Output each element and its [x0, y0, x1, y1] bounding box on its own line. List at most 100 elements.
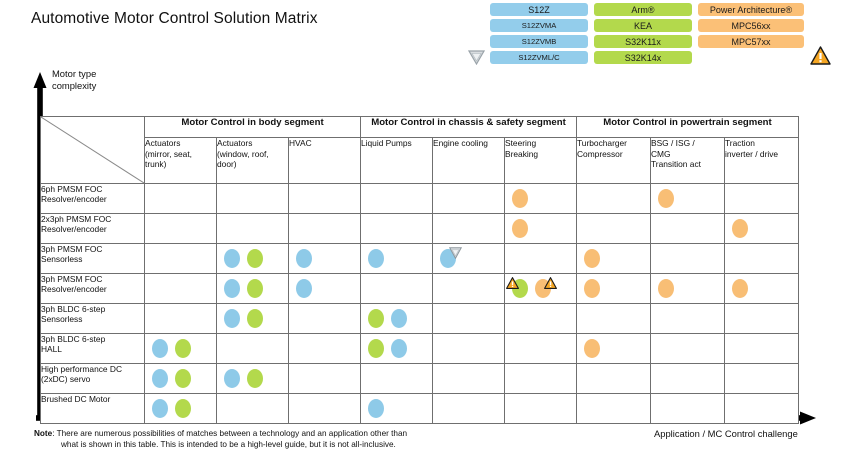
- blue-dot: [152, 399, 168, 418]
- matrix-cell[interactable]: [288, 243, 361, 274]
- legend-chip: Power Architecture®: [698, 3, 804, 16]
- blue-dot: [224, 309, 240, 328]
- blue-dot: [368, 249, 384, 268]
- matrix-cell[interactable]: [724, 303, 799, 334]
- matrix-cell[interactable]: [288, 213, 361, 244]
- matrix-cell[interactable]: [650, 243, 725, 274]
- matrix-cell[interactable]: [216, 393, 289, 424]
- matrix-cell[interactable]: [288, 183, 361, 214]
- matrix-cell[interactable]: [216, 363, 289, 394]
- matrix-cell[interactable]: [432, 213, 505, 244]
- matrix-cell[interactable]: [144, 393, 217, 424]
- matrix-cell[interactable]: [360, 213, 433, 244]
- legend-group-power-architecture: Power Architecture® MPC56xx MPC57xx: [698, 3, 804, 64]
- matrix-cell[interactable]: [360, 333, 433, 364]
- matrix-cell[interactable]: [576, 393, 651, 424]
- matrix-cell[interactable]: [432, 393, 505, 424]
- matrix-cell[interactable]: [504, 363, 577, 394]
- orange-dot: [512, 189, 528, 208]
- matrix-cell[interactable]: [724, 363, 799, 394]
- matrix-cell[interactable]: [504, 333, 577, 364]
- y-axis-label-line2: complexity: [52, 79, 97, 91]
- matrix-cell[interactable]: [288, 393, 361, 424]
- matrix-cell[interactable]: [576, 273, 651, 304]
- matrix-cell[interactable]: [724, 243, 799, 274]
- matrix-cell[interactable]: [724, 393, 799, 424]
- matrix-cell[interactable]: [576, 363, 651, 394]
- corner-cell-diagonal: [40, 116, 145, 184]
- matrix-cell[interactable]: [216, 333, 289, 364]
- marker: [247, 309, 263, 328]
- matrix-cell[interactable]: [216, 303, 289, 334]
- matrix-cell[interactable]: [360, 303, 433, 334]
- column-header-actuators-window: Actuators(window, roof,door): [216, 137, 289, 184]
- table-row: Brushed DC Motor: [40, 393, 799, 424]
- matrix-cell[interactable]: [724, 213, 799, 244]
- page-title: Automotive Motor Control Solution Matrix: [31, 10, 318, 27]
- matrix-cell[interactable]: [216, 273, 289, 304]
- matrix-cell[interactable]: [432, 243, 505, 274]
- matrix-cell[interactable]: [144, 333, 217, 364]
- row-label-line: High performance DC: [41, 364, 122, 374]
- orange-dot: [732, 219, 748, 238]
- matrix-cell[interactable]: [216, 243, 289, 274]
- matrix-cell[interactable]: [216, 183, 289, 214]
- matrix-cell[interactable]: [144, 273, 217, 304]
- matrix-cell[interactable]: [576, 243, 651, 274]
- matrix-cell[interactable]: [144, 183, 217, 214]
- marker: [175, 339, 191, 358]
- orange-dot: [658, 279, 674, 298]
- row-label-line: 3ph BLDC 6-step: [41, 334, 106, 344]
- matrix-cell[interactable]: [504, 243, 577, 274]
- matrix-cell[interactable]: [360, 273, 433, 304]
- matrix-cell[interactable]: [504, 213, 577, 244]
- matrix-cell[interactable]: [650, 333, 725, 364]
- legend-chip: Arm®: [594, 3, 692, 16]
- matrix-cell[interactable]: [724, 183, 799, 214]
- matrix-cell[interactable]: [576, 303, 651, 334]
- matrix-cell[interactable]: [576, 333, 651, 364]
- matrix-cell[interactable]: [504, 393, 577, 424]
- matrix-cell[interactable]: [504, 183, 577, 214]
- matrix-cell[interactable]: [216, 213, 289, 244]
- matrix-cell[interactable]: [724, 273, 799, 304]
- matrix-cell[interactable]: [724, 333, 799, 364]
- matrix-cell[interactable]: [144, 213, 217, 244]
- matrix-cell[interactable]: [650, 273, 725, 304]
- marker: [658, 189, 674, 208]
- matrix-cell[interactable]: [432, 333, 505, 364]
- matrix-cell[interactable]: [432, 363, 505, 394]
- matrix-cell[interactable]: [288, 303, 361, 334]
- matrix-cell[interactable]: [432, 273, 505, 304]
- matrix-cell[interactable]: [360, 363, 433, 394]
- matrix-cell[interactable]: [432, 303, 505, 334]
- matrix-cell[interactable]: [576, 213, 651, 244]
- matrix-cell[interactable]: [144, 303, 217, 334]
- matrix-cell[interactable]: [288, 273, 361, 304]
- green-dot: [247, 249, 263, 268]
- matrix-cell[interactable]: [360, 393, 433, 424]
- matrix-cell[interactable]: [650, 393, 725, 424]
- matrix-cell[interactable]: [650, 363, 725, 394]
- legend-chip: S12ZVMB: [490, 35, 588, 48]
- matrix-cell[interactable]: [432, 183, 505, 214]
- matrix-cell[interactable]: [504, 273, 577, 304]
- matrix-cell[interactable]: [288, 333, 361, 364]
- marker: [175, 369, 191, 388]
- matrix-cell[interactable]: [576, 183, 651, 214]
- marker: [535, 277, 557, 298]
- matrix-cell[interactable]: [144, 363, 217, 394]
- marker: [296, 279, 312, 298]
- matrix-cell[interactable]: [360, 243, 433, 274]
- matrix-cell[interactable]: [650, 303, 725, 334]
- matrix-cell[interactable]: [144, 243, 217, 274]
- matrix-cell[interactable]: [504, 303, 577, 334]
- matrix-cell[interactable]: [650, 213, 725, 244]
- matrix-cell[interactable]: [360, 183, 433, 214]
- matrix-cell[interactable]: [650, 183, 725, 214]
- matrix-cell[interactable]: [288, 363, 361, 394]
- footer-note: Note: There are numerous possibilities o…: [34, 428, 504, 450]
